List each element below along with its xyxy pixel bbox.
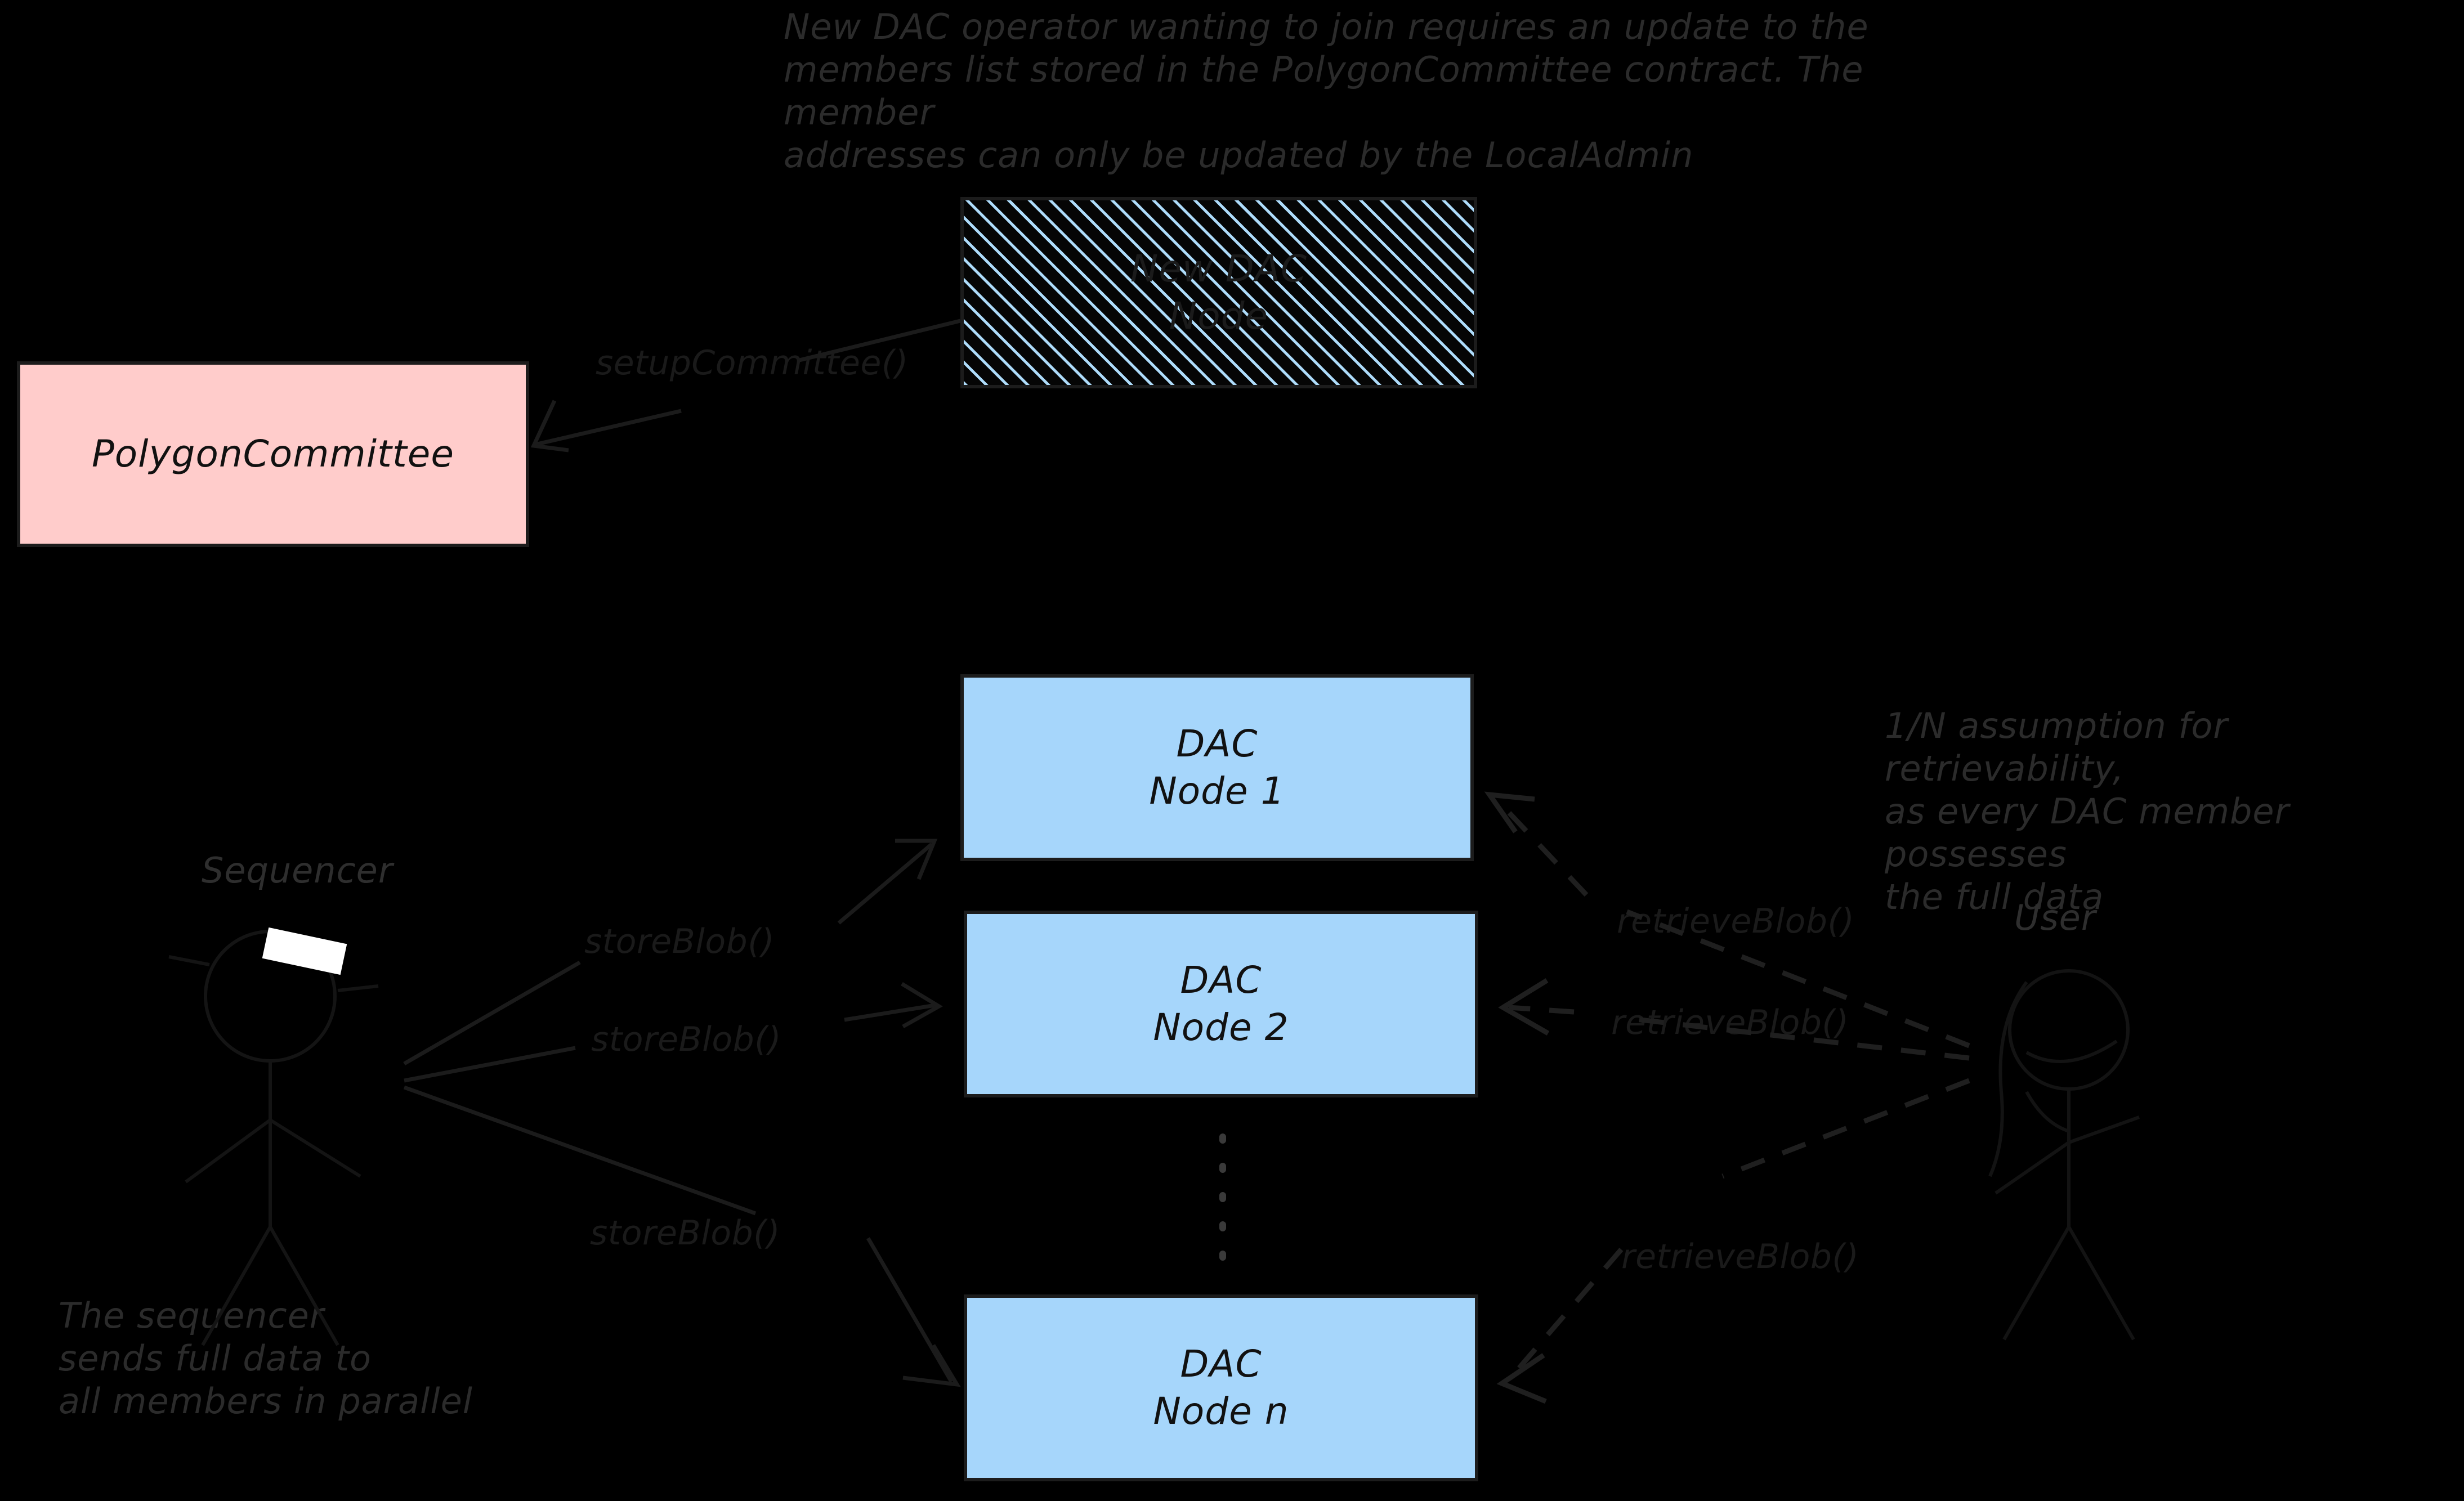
edge-label-store-blob-2: storeBlob() — [591, 1020, 782, 1059]
edge-label-retrieve-blob-1: retrieveBlob() — [1617, 902, 1855, 941]
actor-sequencer-figure — [168, 930, 379, 1346]
arrowhead-retrieve-blob-n — [1496, 1353, 1547, 1404]
arrowhead-retrieve-blob-1 — [1484, 791, 1535, 834]
note-bottom-left-sequencer: The sequencer sends full data to all mem… — [59, 1295, 473, 1422]
box-dac-node-n[interactable]: DAC Node n — [964, 1294, 1478, 1481]
actor-label-user: User — [2014, 897, 2096, 938]
actor-label-sequencer: Sequencer — [202, 850, 393, 891]
box-polygon-committee[interactable]: PolygonCommittee — [17, 361, 529, 547]
sequencer-hat-icon — [262, 927, 347, 975]
box-dac-node-2-label: DAC Node 2 — [1153, 958, 1289, 1049]
note-top-new-dac-operator: New DAC operator wanting to join require… — [784, 6, 1869, 176]
box-new-dac-node[interactable]: New DAC Node — [960, 197, 1477, 388]
arrow-setup-committee — [530, 319, 961, 452]
box-dac-node-1-label: DAC Node 1 — [1149, 722, 1285, 813]
actor-user-figure — [1988, 969, 2140, 1341]
box-dac-node-2[interactable]: DAC Node 2 — [964, 911, 1478, 1097]
edge-label-store-blob-n: storeBlob() — [590, 1213, 781, 1253]
arrowhead-retrieve-blob-2 — [1498, 978, 1550, 1036]
box-dac-node-1[interactable]: DAC Node 1 — [960, 674, 1474, 861]
note-right-retrievability: 1/N assumption for retrievability, as ev… — [1885, 705, 2289, 917]
edge-label-retrieve-blob-2: retrieveBlob() — [1611, 1003, 1849, 1042]
box-polygon-committee-label: PolygonCommittee — [91, 432, 455, 476]
arrow-retrieve-blob-n — [1506, 1078, 1970, 1382]
box-new-dac-node-label: New DAC Node — [1130, 247, 1307, 338]
box-dac-node-n-label: DAC Node n — [1153, 1342, 1289, 1433]
edge-label-retrieve-blob-n: retrieveBlob() — [1621, 1237, 1859, 1276]
edge-label-store-blob-1: storeBlob() — [584, 922, 775, 961]
edge-label-setup-committee: setupCommittee() — [596, 343, 909, 383]
